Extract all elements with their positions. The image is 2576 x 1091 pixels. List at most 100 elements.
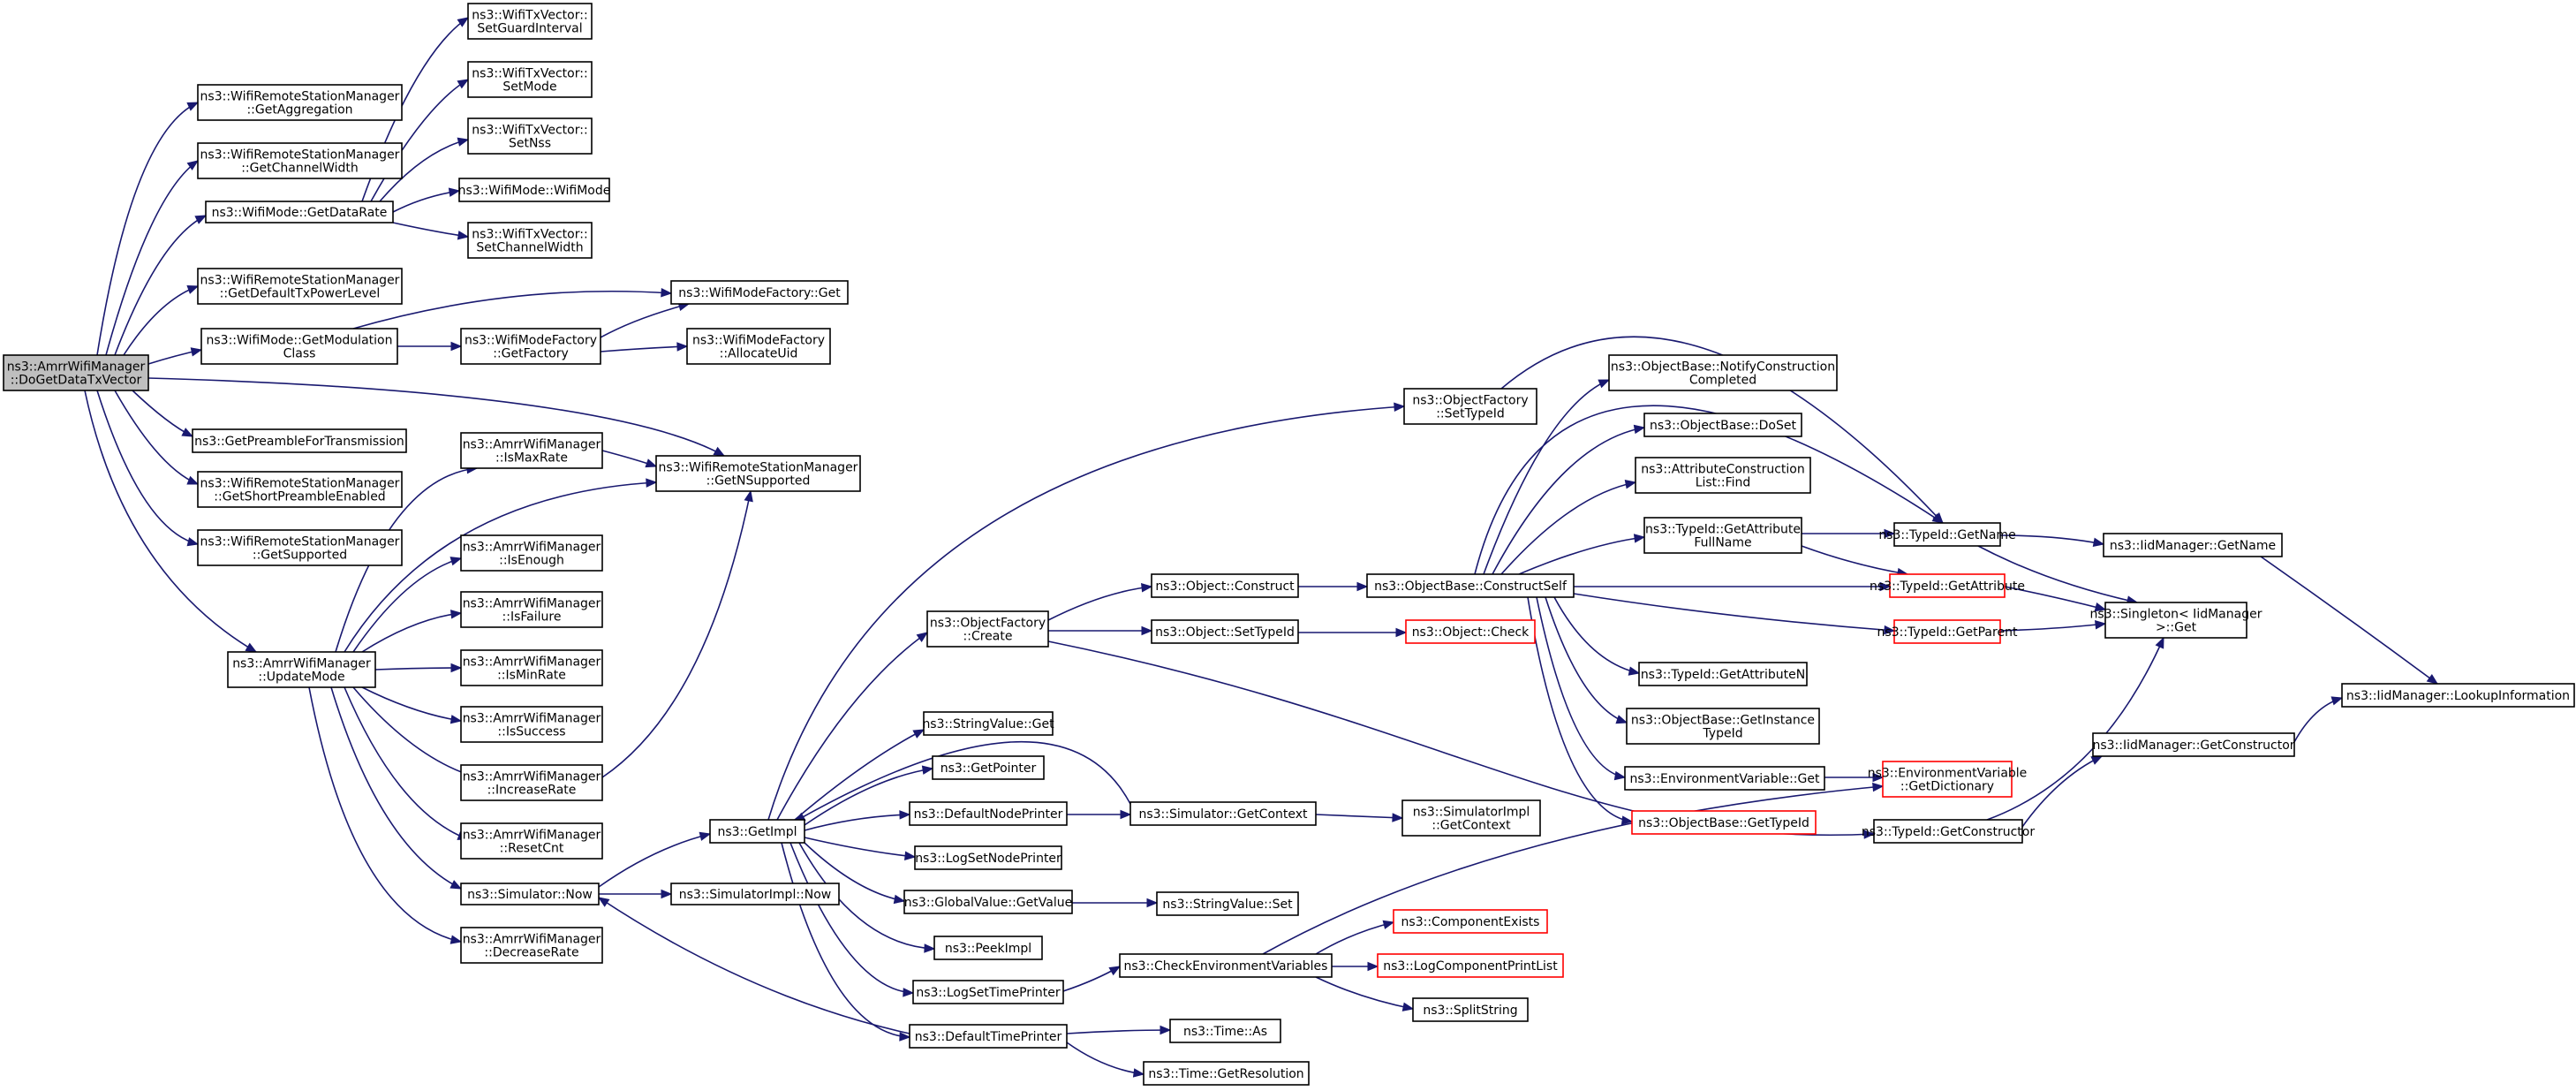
- node-getDefaultTxPowerLevel[interactable]: ns3::WifiRemoteStationManager::GetDefaul…: [197, 268, 403, 305]
- node-typeIdGetParent[interactable]: ns3::TypeId::GetParent: [1877, 619, 2018, 644]
- node-getChannelWidth[interactable]: ns3::WifiRemoteStationManager::GetChanne…: [197, 142, 403, 179]
- node-logSetTimePrinter[interactable]: ns3::LogSetTimePrinter: [912, 980, 1064, 1004]
- node-envVarGetDictionary[interactable]: ns3::EnvironmentVariable::GetDictionary: [1868, 761, 2028, 798]
- node-box[interactable]: [197, 529, 403, 566]
- node-timeGetResolution[interactable]: ns3::Time::GetResolution: [1143, 1061, 1310, 1086]
- node-getPreamble[interactable]: ns3::GetPreambleForTransmission: [192, 428, 407, 453]
- node-box[interactable]: [912, 980, 1064, 1004]
- node-box[interactable]: [1169, 1019, 1281, 1043]
- node-box[interactable]: [460, 883, 600, 905]
- node-box[interactable]: [1393, 909, 1548, 934]
- node-box[interactable]: [1608, 354, 1838, 391]
- node-box[interactable]: [686, 328, 831, 365]
- node-box[interactable]: [197, 142, 403, 179]
- node-box[interactable]: [460, 764, 603, 801]
- node-getSupported[interactable]: ns3::WifiRemoteStationManager::GetSuppor…: [197, 529, 403, 566]
- node-box[interactable]: [460, 328, 601, 365]
- node-isFailure[interactable]: ns3::AmrrWifiManager::IsFailure: [460, 591, 603, 628]
- node-box[interactable]: [1412, 997, 1529, 1022]
- node-box[interactable]: [1882, 761, 2013, 798]
- node-increaseRate[interactable]: ns3::AmrrWifiManager::IncreaseRate: [460, 764, 603, 801]
- node-setGuardInterval[interactable]: ns3::WifiTxVector::SetGuardInterval: [467, 3, 593, 40]
- node-getPointer[interactable]: ns3::GetPointer: [932, 755, 1045, 780]
- node-globalValueGetValue[interactable]: ns3::GlobalValue::GetValue: [903, 890, 1073, 914]
- node-box[interactable]: [467, 3, 593, 40]
- node-resetCnt[interactable]: ns3::AmrrWifiManager::ResetCnt: [460, 822, 603, 860]
- node-typeIdGetAttributeN[interactable]: ns3::TypeId::GetAttributeN: [1638, 662, 1808, 686]
- node-iidManagerGetConstructor[interactable]: ns3::IidManager::GetConstructor: [2092, 732, 2295, 757]
- node-simulatorImplNow[interactable]: ns3::SimulatorImpl::Now: [670, 883, 840, 905]
- node-box[interactable]: [1893, 522, 2001, 547]
- node-box[interactable]: [460, 927, 603, 964]
- node-root[interactable]: ns3::AmrrWifiManager::DoGetDataTxVector: [3, 354, 149, 391]
- node-box[interactable]: [2104, 602, 2247, 639]
- node-box[interactable]: [467, 61, 593, 98]
- node-updateMode[interactable]: ns3::AmrrWifiManager::UpdateMode: [227, 651, 376, 688]
- node-getImpl[interactable]: ns3::GetImpl: [709, 819, 805, 844]
- node-box[interactable]: [670, 280, 849, 305]
- node-setChannelWidth[interactable]: ns3::WifiTxVector::SetChannelWidth: [467, 222, 593, 259]
- node-allocateUid[interactable]: ns3::WifiModeFactory::AllocateUid: [686, 328, 831, 365]
- node-iidManagerGetName[interactable]: ns3::IidManager::GetName: [2103, 533, 2283, 557]
- node-box[interactable]: [1403, 388, 1537, 425]
- node-box[interactable]: [197, 268, 403, 305]
- node-isEnough[interactable]: ns3::AmrrWifiManager::IsEnough: [460, 534, 603, 572]
- node-defaultTimePrinter[interactable]: ns3::DefaultTimePrinter: [909, 1024, 1068, 1049]
- node-box[interactable]: [1893, 619, 2001, 644]
- node-box[interactable]: [909, 801, 1068, 826]
- node-envVarGet[interactable]: ns3::EnvironmentVariable::Get: [1624, 766, 1825, 791]
- node-logSetNodePrinter[interactable]: ns3::LogSetNodePrinter: [914, 845, 1062, 870]
- node-isMinRate[interactable]: ns3::AmrrWifiManager::IsMinRate: [460, 649, 603, 686]
- node-typeIdGetAttribute[interactable]: ns3::TypeId::GetAttribute: [1870, 573, 2025, 598]
- node-box[interactable]: [1156, 891, 1299, 916]
- node-box[interactable]: [932, 755, 1045, 780]
- node-box[interactable]: [1873, 819, 2023, 844]
- node-box[interactable]: [926, 610, 1049, 648]
- node-decreaseRate[interactable]: ns3::AmrrWifiManager::DecreaseRate: [460, 927, 603, 964]
- node-objectCheck[interactable]: ns3::Object::Check: [1405, 619, 1536, 644]
- node-isSuccess[interactable]: ns3::AmrrWifiManager::IsSuccess: [460, 706, 603, 743]
- node-box[interactable]: [1643, 413, 1802, 437]
- node-box[interactable]: [1377, 953, 1564, 978]
- node-box[interactable]: [1151, 619, 1299, 644]
- node-box[interactable]: [3, 354, 149, 391]
- node-box[interactable]: [923, 711, 1054, 736]
- node-box[interactable]: [227, 651, 376, 688]
- node-box[interactable]: [460, 591, 603, 628]
- node-iidManagerLookupInformation[interactable]: ns3::IidManager::LookupInformation: [2341, 683, 2575, 708]
- node-setMode[interactable]: ns3::WifiTxVector::SetMode: [467, 61, 593, 98]
- node-stringValueGet[interactable]: ns3::StringValue::Get: [922, 711, 1054, 736]
- node-box[interactable]: [1624, 766, 1825, 791]
- node-box[interactable]: [914, 845, 1062, 870]
- node-checkEnvVars[interactable]: ns3::CheckEnvironmentVariables: [1119, 953, 1333, 978]
- node-box[interactable]: [1635, 457, 1811, 494]
- node-box[interactable]: [1119, 953, 1333, 978]
- node-singletonGet[interactable]: ns3::Singleton< IidManager >::Get: [2090, 602, 2262, 639]
- node-box[interactable]: [200, 328, 398, 365]
- node-box[interactable]: [903, 890, 1073, 914]
- node-box[interactable]: [197, 471, 403, 508]
- node-getAggregation[interactable]: ns3::WifiRemoteStationManager::GetAggreg…: [197, 84, 403, 121]
- node-setNss[interactable]: ns3::WifiTxVector::SetNss: [467, 117, 593, 155]
- node-notifyConstructionCompleted[interactable]: ns3::ObjectBase::NotifyConstructionCompl…: [1608, 354, 1838, 391]
- node-box[interactable]: [1626, 708, 1820, 745]
- node-constructSelf[interactable]: ns3::ObjectBase::ConstructSelf: [1366, 573, 1575, 598]
- node-wifiModeFactoryGetFactory[interactable]: ns3::WifiModeFactory::GetFactory: [460, 328, 601, 365]
- node-box[interactable]: [1638, 662, 1808, 686]
- node-box[interactable]: [460, 534, 603, 572]
- node-box[interactable]: [192, 428, 407, 453]
- node-box[interactable]: [1631, 810, 1817, 835]
- node-box[interactable]: [1129, 801, 1317, 826]
- node-box[interactable]: [460, 649, 603, 686]
- node-wifiModeFactoryGet[interactable]: ns3::WifiModeFactory::Get: [670, 280, 849, 305]
- node-box[interactable]: [467, 222, 593, 259]
- node-typeIdGetConstructor[interactable]: ns3::TypeId::GetConstructor: [1862, 819, 2035, 844]
- node-objectFactorySetTypeId[interactable]: ns3::ObjectFactory::SetTypeId: [1403, 388, 1537, 425]
- node-box[interactable]: [1643, 517, 1802, 554]
- node-componentExists[interactable]: ns3::ComponentExists: [1393, 909, 1548, 934]
- node-box[interactable]: [2092, 732, 2295, 757]
- node-simulatorNow[interactable]: ns3::Simulator::Now: [460, 883, 600, 905]
